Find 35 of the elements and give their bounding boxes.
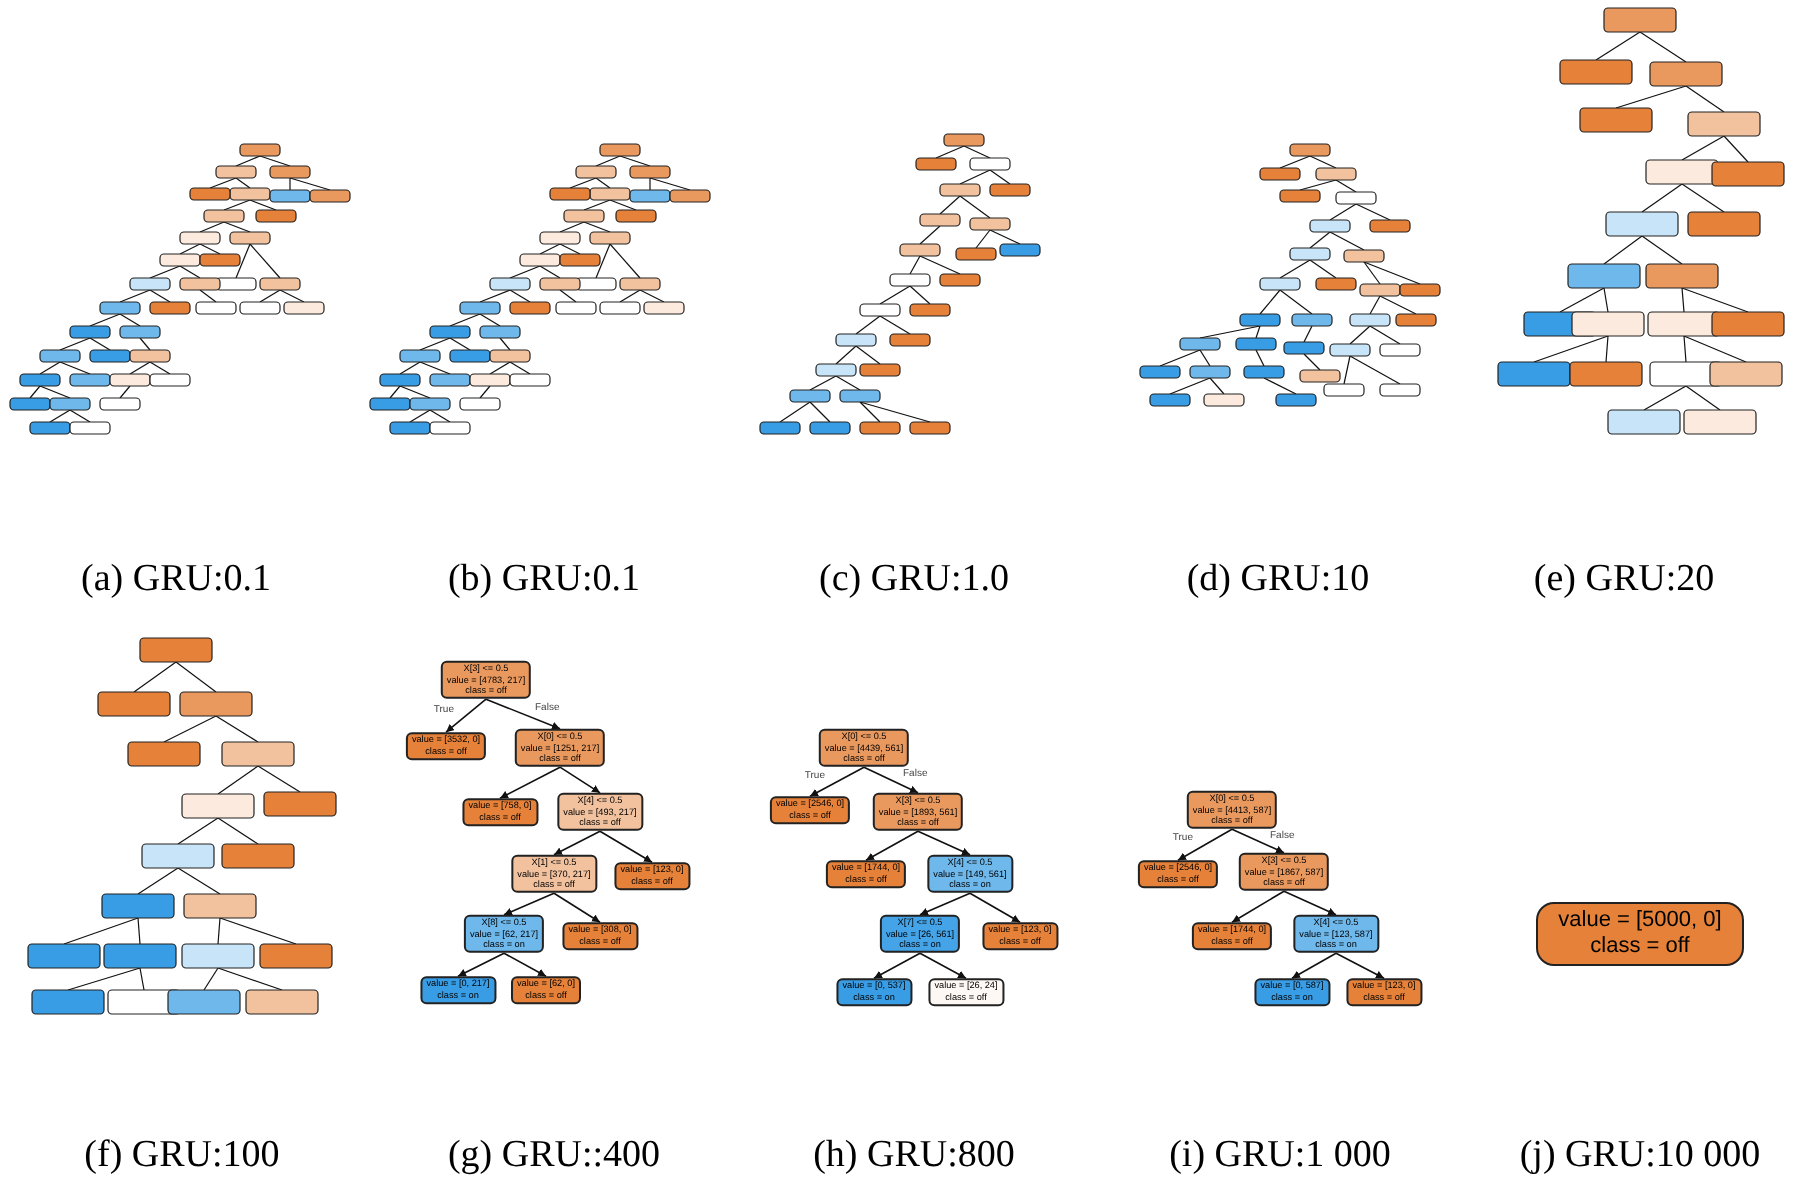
arrow [863, 766, 919, 794]
arrow [865, 830, 919, 861]
arrow [1231, 890, 1285, 923]
arrow [919, 952, 967, 979]
tree-node: value = [5000, 0] class = off [1536, 902, 1744, 966]
subfigure-caption: (b) GRU:0.1 [447, 558, 641, 602]
arrow [1283, 890, 1337, 916]
subfigure-caption: (i) GRU:1 000 [1169, 1134, 1391, 1178]
arrow [969, 892, 1021, 923]
subfigure-caption: (d) GRU:10 [1186, 558, 1370, 602]
arrow [1335, 952, 1385, 979]
arrow [1291, 952, 1337, 979]
arrow [445, 698, 487, 733]
arrow [503, 892, 555, 916]
arrow [1231, 828, 1285, 854]
subfigure-caption: (e) GRU:20 [1533, 558, 1715, 602]
subfigure-caption: (a) GRU:0.1 [81, 558, 271, 602]
subfigure-caption: (g) GRU::400 [447, 1134, 661, 1178]
subfigure-caption: (j) GRU:10 000 [1519, 1134, 1761, 1178]
arrow [485, 698, 561, 730]
subfigure-caption: (c) GRU:1.0 [819, 558, 1009, 602]
subfigure-caption: (h) GRU:800 [813, 1134, 1015, 1178]
arrow [553, 830, 601, 856]
arrow [553, 892, 601, 923]
arrow [1177, 828, 1233, 861]
arrow [919, 892, 971, 916]
arrow [809, 766, 865, 797]
arrow [559, 766, 601, 794]
arrow [599, 830, 653, 863]
arrow [503, 952, 547, 977]
subfigure-caption: (f) GRU:100 [84, 1134, 280, 1178]
arrow [873, 952, 921, 979]
arrow [457, 952, 505, 977]
arrow [917, 830, 971, 856]
arrow [499, 766, 561, 799]
